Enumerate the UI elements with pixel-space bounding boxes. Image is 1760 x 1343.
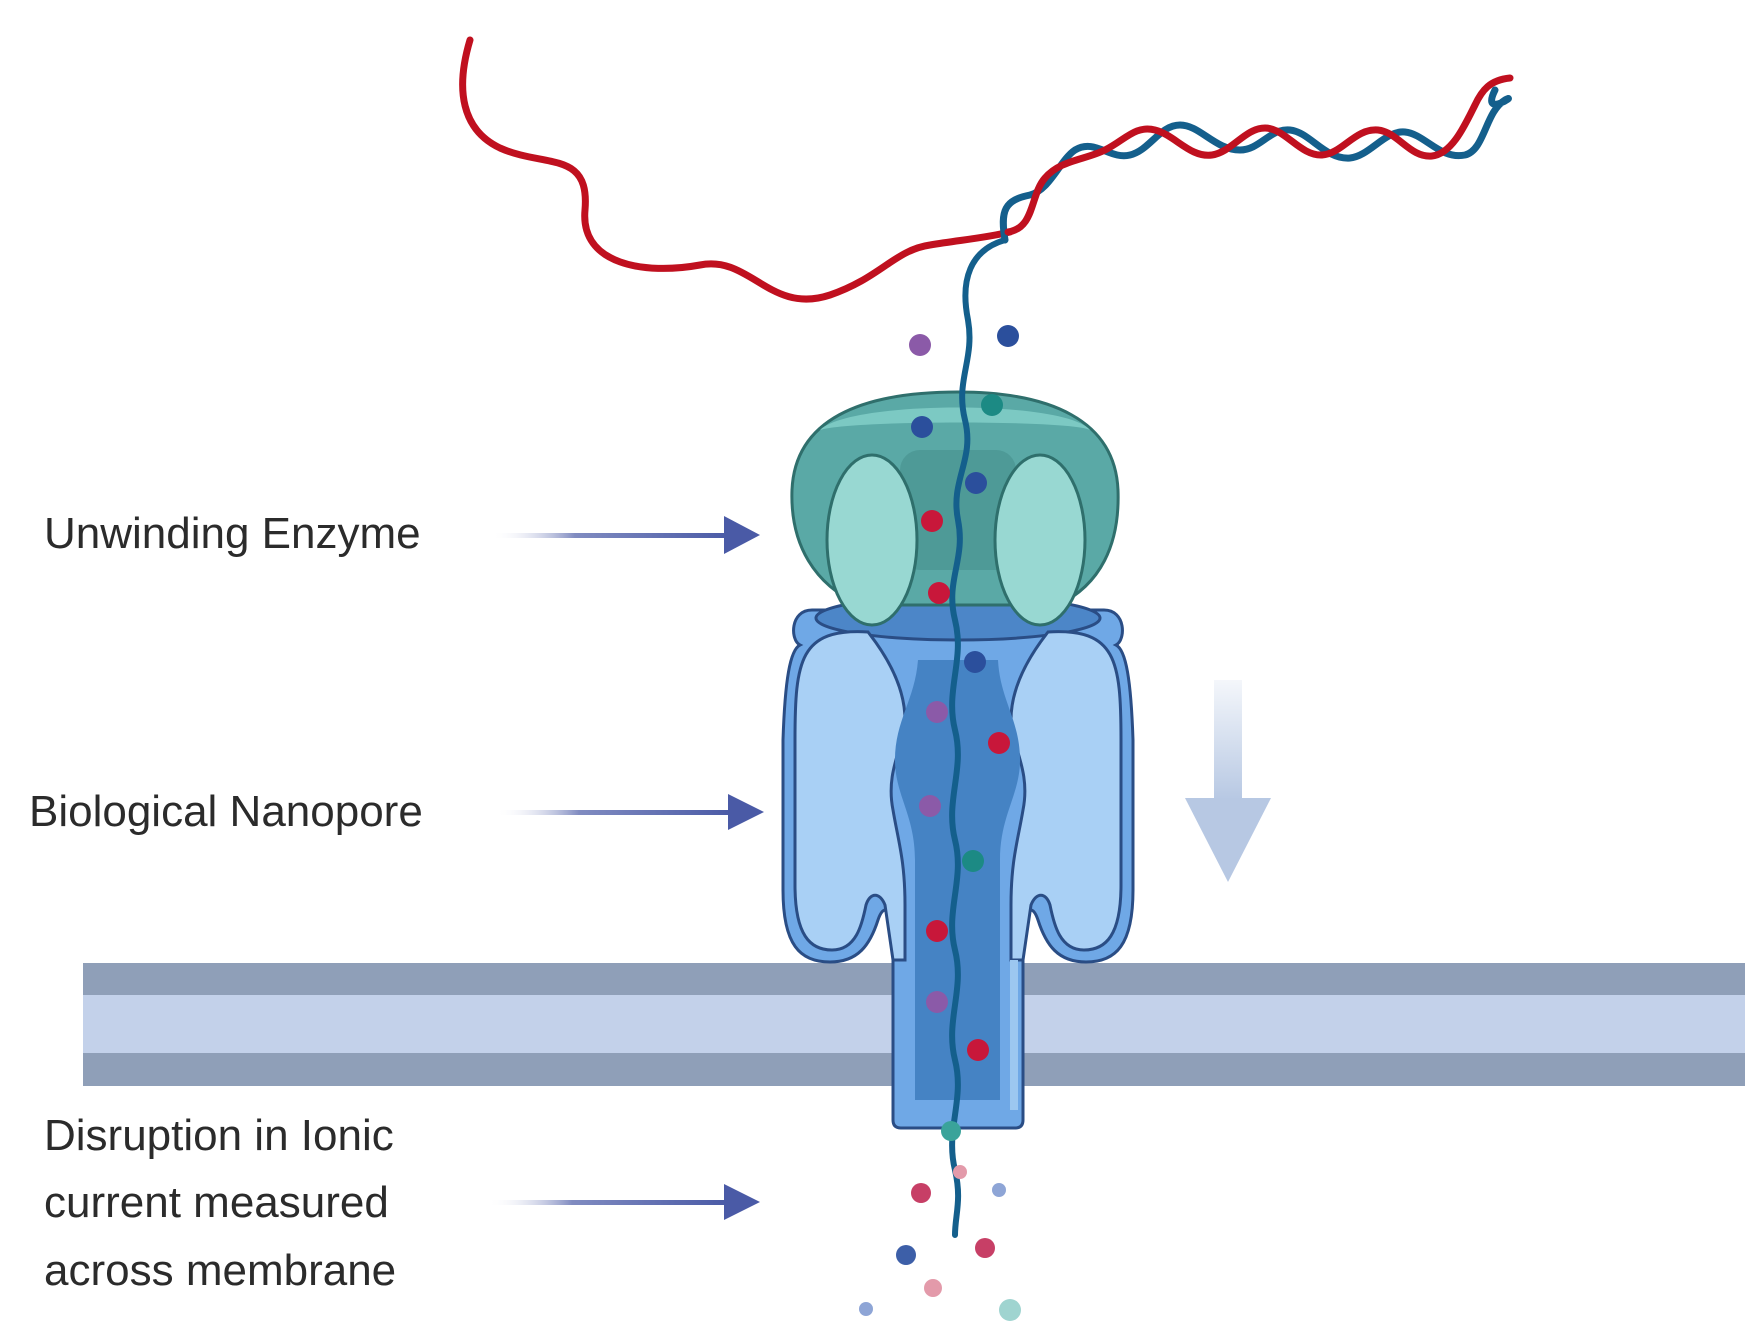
right-arrow-icon	[488, 1184, 760, 1220]
nucleotide-dot	[911, 416, 933, 438]
label-unwinding-enzyme: Unwinding Enzyme	[44, 509, 421, 558]
enzyme-left-subunit	[825, 453, 919, 627]
nucleotide-dot	[967, 1039, 989, 1061]
nucleotide-dot	[962, 850, 984, 872]
nucleotide-dot	[896, 1245, 916, 1265]
label-disruption-line-1: Disruption in Ionic	[44, 1111, 394, 1160]
nucleotide-dot	[941, 1121, 961, 1141]
enzyme-right-subunit	[993, 453, 1087, 627]
label-biological-nanopore: Biological Nanopore	[29, 787, 423, 836]
down-arrow-icon	[1185, 680, 1271, 882]
nucleotide-dot	[911, 1183, 931, 1203]
nucleotide-dot	[981, 394, 1003, 416]
dna-red-strand	[459, 36, 1014, 303]
nucleotide-dot	[997, 325, 1019, 347]
nucleotide-dot	[919, 795, 941, 817]
nucleotide-dot	[992, 1183, 1006, 1197]
right-arrow-icon	[492, 516, 760, 554]
right-arrow-icon	[496, 794, 764, 830]
nucleotide-dot	[928, 582, 950, 604]
nucleotide-dot	[965, 472, 987, 494]
nucleotide-dot	[975, 1238, 995, 1258]
nucleotide-dot	[926, 991, 948, 1013]
nucleotide-dot	[926, 701, 948, 723]
nucleotide-dot	[909, 334, 931, 356]
enzyme-top-band	[820, 407, 1090, 430]
dna-blue-strand	[949, 237, 1008, 1238]
nanopore-right-lobe	[1009, 630, 1123, 962]
nucleotides	[859, 325, 1021, 1321]
nucleotide-dot	[926, 920, 948, 942]
nanopore-channel-highlight	[1010, 960, 1018, 1110]
dna-helix-red	[1004, 74, 1514, 236]
nucleotide-dot	[953, 1165, 967, 1179]
nucleotide-dot	[924, 1279, 942, 1297]
label-disruption-line-3: across membrane	[44, 1246, 396, 1295]
nucleotide-dot	[964, 651, 986, 673]
dna	[459, 36, 1514, 1238]
nucleotide-dot	[988, 732, 1010, 754]
nanopore-left-lobe	[793, 630, 907, 962]
nucleotide-dot	[921, 510, 943, 532]
nucleotide-dot	[999, 1299, 1021, 1321]
dna-helix-blue	[999, 86, 1512, 244]
label-disruption-line-2: current measured	[44, 1178, 389, 1227]
nucleotide-dot	[859, 1302, 873, 1316]
